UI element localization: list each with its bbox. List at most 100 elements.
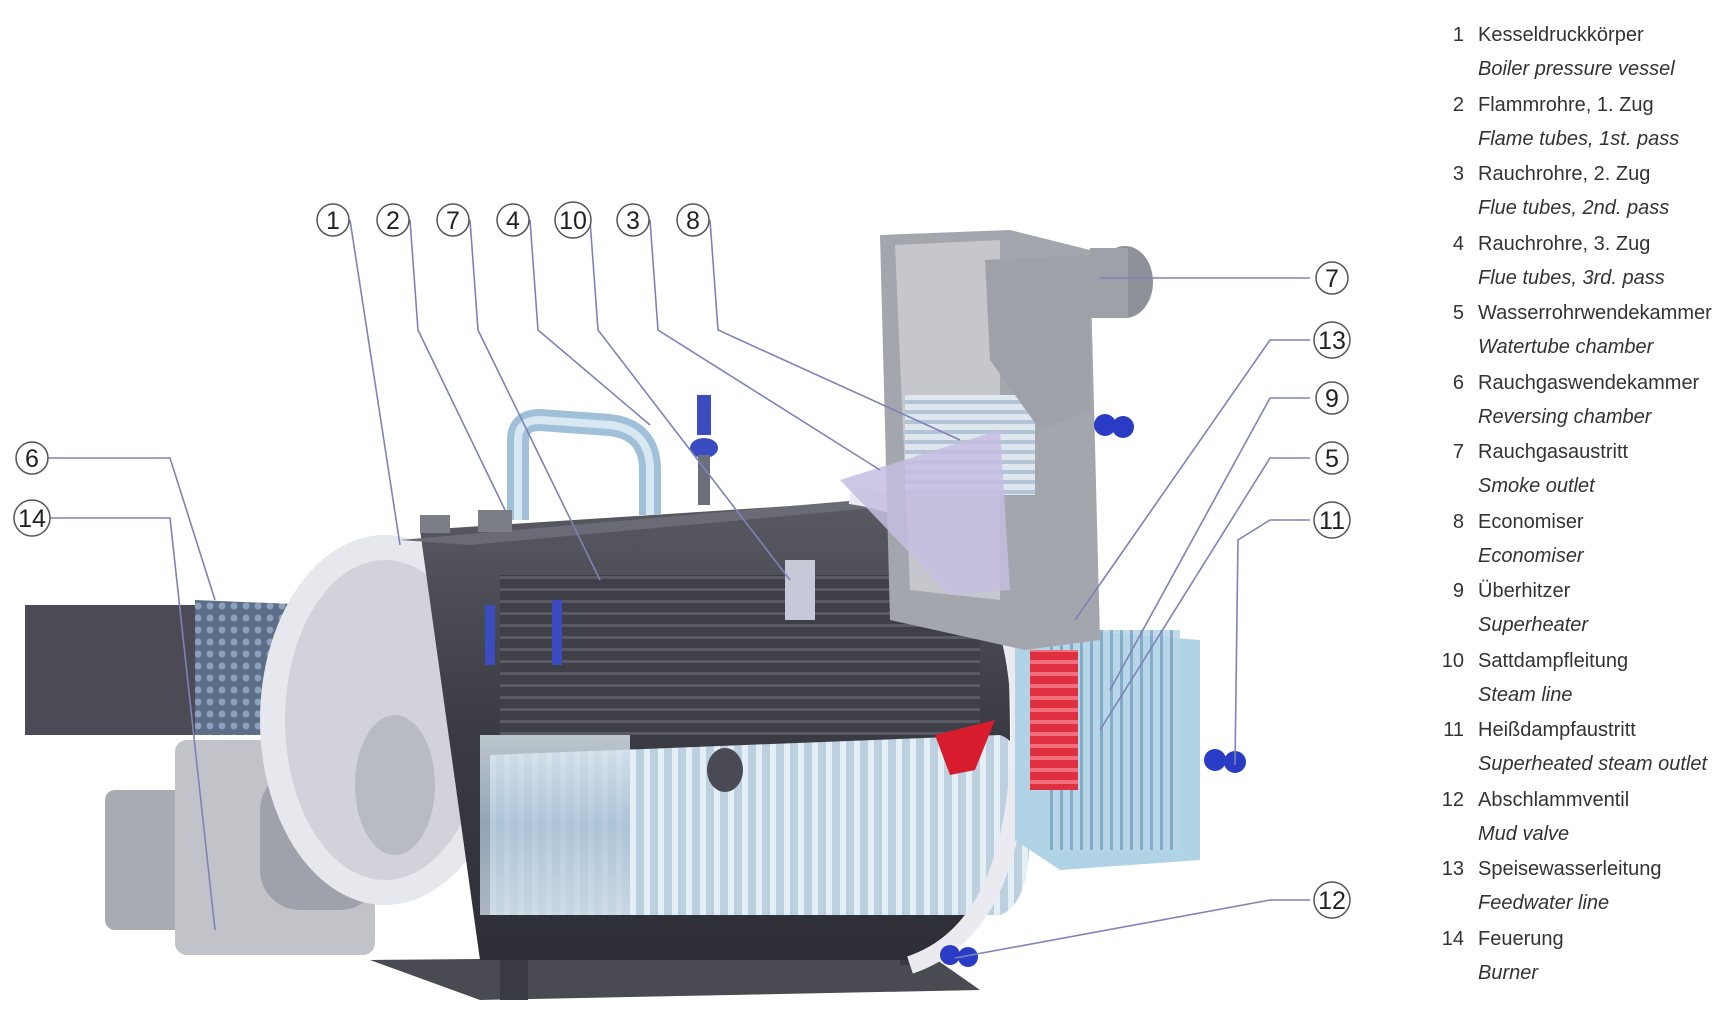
legend-label-german: Rauchgaswendekammer [1478,371,1700,394]
legend-label-german: Feuerung [1478,927,1564,950]
legend-label-english: Superheated steam outlet [1478,753,1708,775]
legend-label-german: Abschlammventil [1478,788,1630,811]
legend-label-english: Flame tubes, 1st. pass [1478,127,1680,150]
legend-label-english: Feedwater line [1478,892,1610,914]
svg-text:13: 13 [1318,327,1346,355]
svg-text:12: 12 [1318,887,1346,915]
legend-number: 5 [1452,302,1464,324]
svg-text:1: 1 [326,207,340,235]
leader-lines [48,219,1310,959]
callout-9: 9 [1315,381,1349,415]
legend-label-german: Sattdampfleitung [1478,649,1629,672]
legend-label-german: Rauchgasaustritt [1478,441,1629,463]
svg-text:2: 2 [386,207,400,235]
svg-text:8: 8 [686,207,700,235]
legend-number: 1 [1452,24,1464,46]
callout-3: 3 [616,203,650,237]
legend-label-german: Überhitzer [1478,580,1571,602]
callout-13: 13 [1313,321,1351,359]
svg-text:5: 5 [1325,445,1339,473]
legend-number: 11 [1443,719,1464,741]
economiser [840,230,1153,650]
legend-number: 8 [1452,510,1464,533]
legend-label-english: Mud valve [1478,822,1570,845]
legend-label-english: Reversing chamber [1478,405,1652,428]
steam-pipe [507,408,661,520]
callout-14: 14 [13,499,51,537]
legend-number: 14 [1441,927,1464,950]
svg-text:3: 3 [626,207,640,235]
callout-6: 6 [15,441,49,475]
callout-2: 2 [376,203,410,237]
flap [935,720,995,775]
legend-label-english: Economiser [1478,544,1584,567]
svg-text:4: 4 [506,207,520,235]
legend-number: 3 [1452,163,1464,185]
callout-11: 11 [1313,501,1351,539]
callout-7-top: 7 [436,203,470,237]
svg-text:14: 14 [18,505,46,533]
callout-4: 4 [496,203,530,237]
legend-label-english: Watertube chamber [1478,336,1654,358]
legend-number: 2 [1452,93,1464,116]
safety-valve [690,395,718,505]
fittings [420,510,815,665]
valves [940,414,1246,967]
callout-10: 10 [554,201,592,239]
legend-label-german: Rauchrohre, 3. Zug [1478,232,1651,255]
legend-label-english: Steam line [1478,683,1573,706]
legend-label-english: Smoke outlet [1478,475,1595,497]
legend-number: 9 [1452,580,1464,602]
watertube-chamber [1015,625,1200,870]
legend-label-german: Speisewasserleitung [1478,858,1662,880]
legend-label-english: Boiler pressure vessel [1478,58,1675,80]
callout-8: 8 [676,203,710,237]
legend-number: 4 [1452,232,1464,255]
legend-label-german: Economiser [1478,510,1584,533]
callout-5: 5 [1315,441,1349,475]
svg-text:11: 11 [1319,507,1345,535]
legend-label-german: Kesseldruckkörper [1478,24,1644,46]
svg-text:7: 7 [1325,265,1339,293]
legend-label-german: Flammrohre, 1. Zug [1478,93,1654,116]
legend-number: 13 [1441,858,1464,880]
legend-label-english: Burner [1478,961,1539,984]
svg-text:7: 7 [446,207,460,235]
legend-label-german: Heißdampfaustritt [1478,719,1636,741]
legend-label-english: Flue tubes, 2nd. pass [1478,197,1670,219]
legend-number: 12 [1441,788,1464,811]
legend-label-german: Wasserrohrwendekammer [1478,302,1712,324]
flame-tube [480,735,1030,915]
legend-number: 7 [1452,441,1464,463]
svg-text:10: 10 [559,207,587,235]
